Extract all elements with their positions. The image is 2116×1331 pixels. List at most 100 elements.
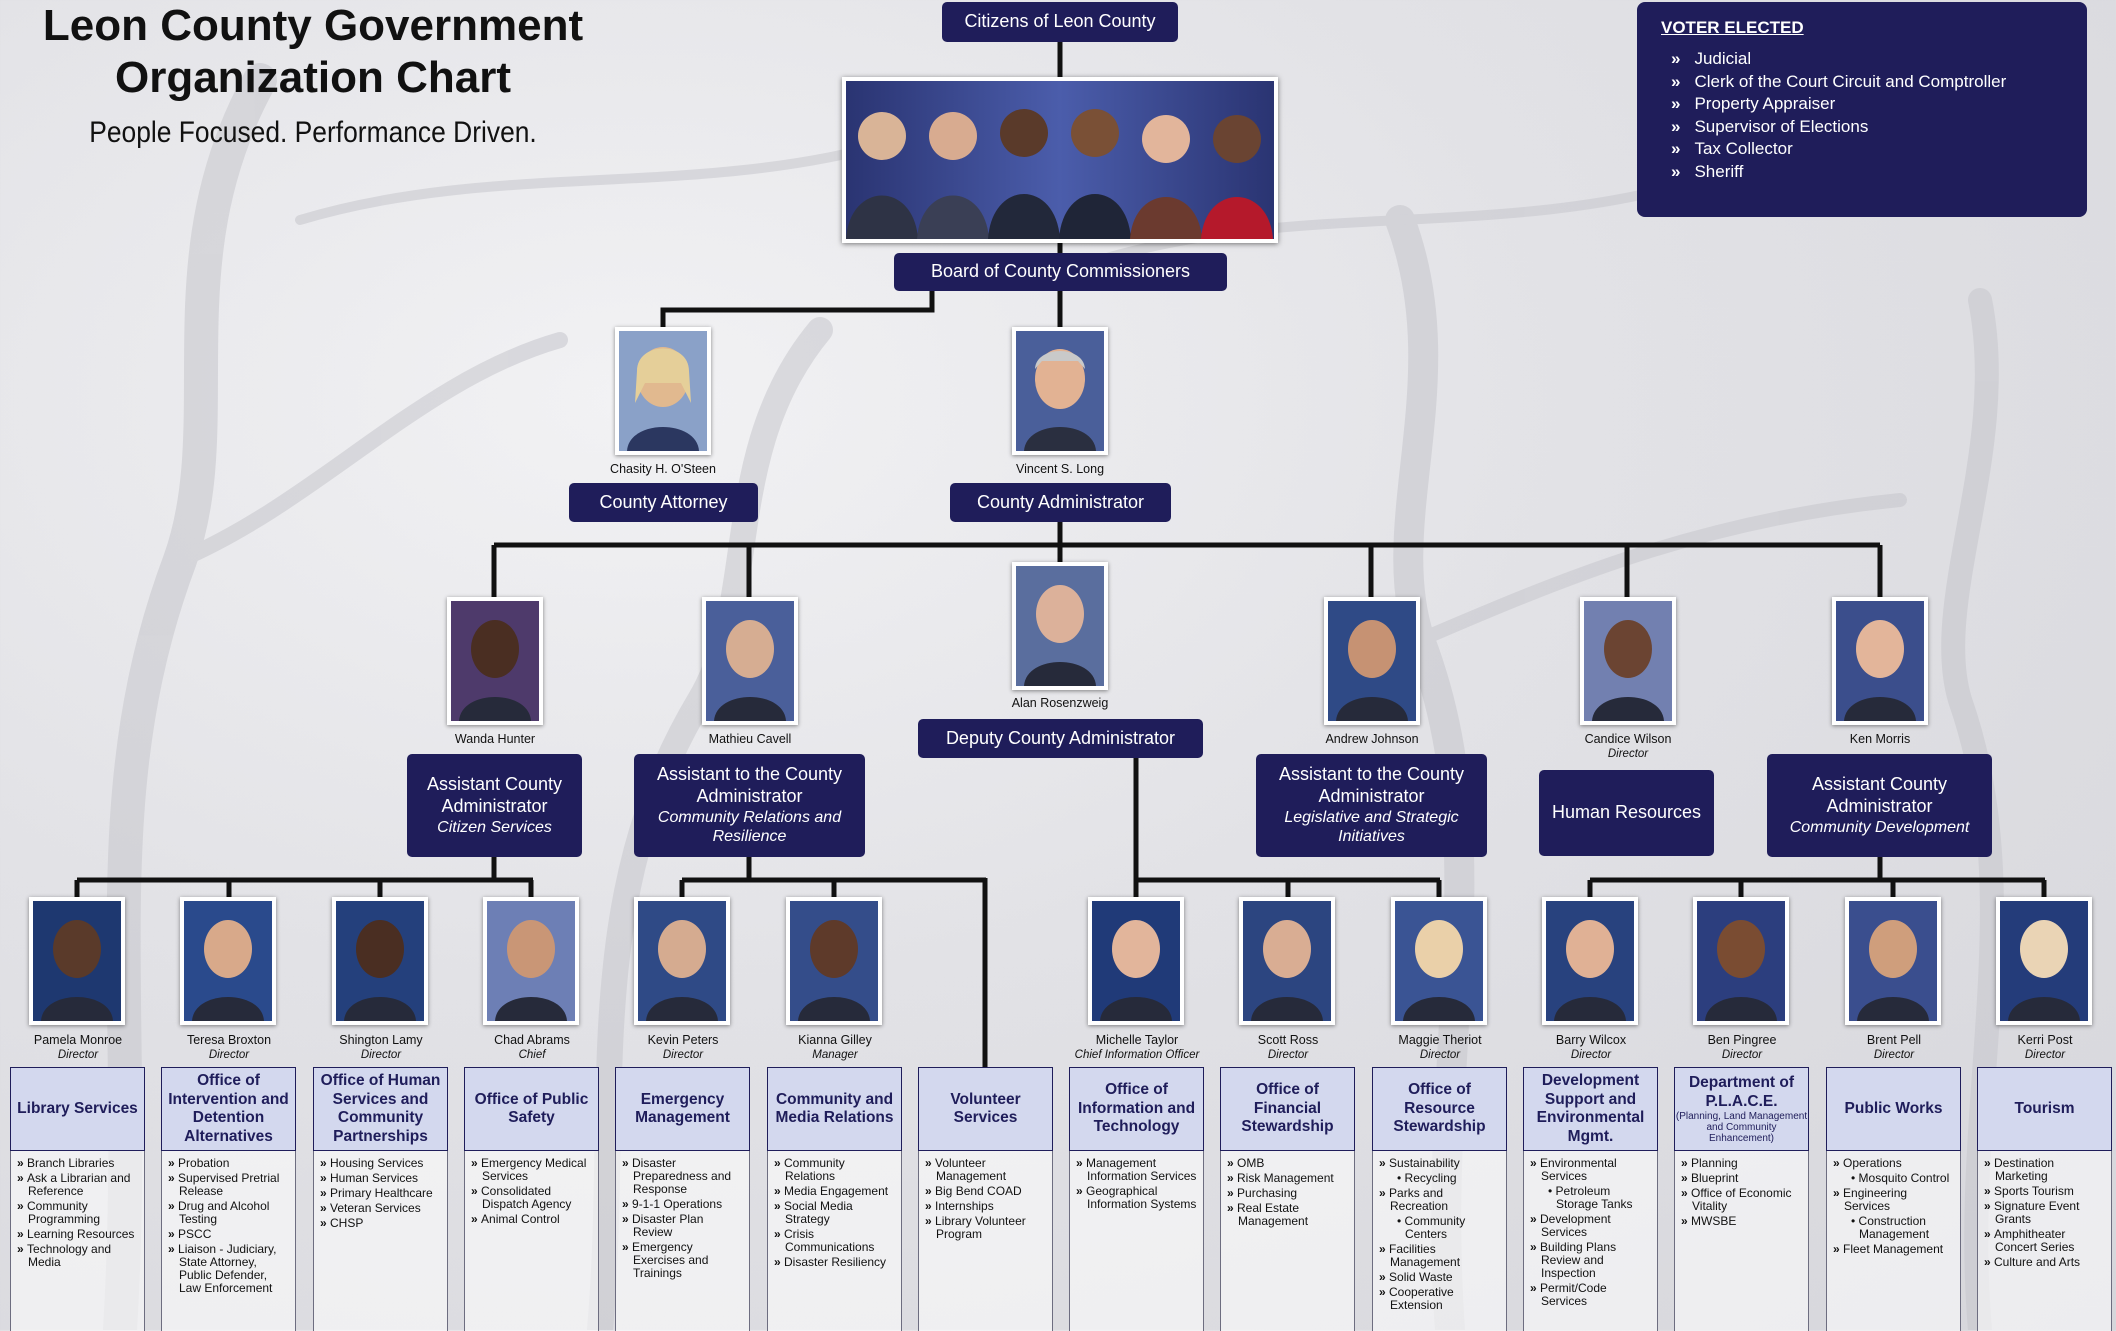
department-services-list: ProbationSupervised Pretrial ReleaseDrug… — [161, 1151, 296, 1331]
service-item: CHSP — [320, 1217, 443, 1230]
department-column: Public WorksOperationsMosquito ControlEn… — [1826, 1067, 1961, 1331]
department-services-list: OperationsMosquito ControlEngineering Se… — [1826, 1151, 1961, 1331]
citizens-box: Citizens of Leon County — [942, 2, 1178, 42]
department-column: Office of Human Services and Community P… — [313, 1067, 448, 1331]
service-item: Environmental Services — [1530, 1157, 1653, 1183]
department-head-name: Teresa Broxton — [186, 1033, 272, 1047]
manager-photo — [1012, 562, 1108, 690]
department-services-list: Volunteer ManagementBig Bend COADInterns… — [918, 1151, 1053, 1331]
service-item: Fleet Management — [1833, 1243, 1956, 1256]
department-head-name: Scott Ross — [1257, 1033, 1319, 1047]
portrait-icon — [2000, 901, 2088, 1021]
department-head-title: Director — [1873, 1049, 1915, 1061]
department-name: Office of Resource Stewardship — [1372, 1067, 1507, 1151]
service-item: Community Centers — [1379, 1215, 1502, 1241]
manager-role: Assistant to the County Administrator — [1278, 764, 1465, 806]
manager-photo — [1324, 597, 1420, 725]
manager-role-box: Human Resources — [1539, 770, 1714, 856]
service-item: Planning — [1681, 1157, 1804, 1170]
portrait-icon — [1697, 901, 1785, 1021]
service-item: 9-1-1 Operations — [622, 1198, 745, 1211]
department-name-text: Office of Financial Stewardship — [1241, 1081, 1334, 1136]
manager-photo — [447, 597, 543, 725]
department-head-name: Barry Wilcox — [1555, 1033, 1627, 1047]
service-item: Emergency Medical Services — [471, 1157, 594, 1183]
department-head-photo — [1845, 897, 1941, 1025]
portrait-icon — [451, 601, 539, 721]
department-head-title: Chief — [518, 1049, 546, 1061]
department-name-text: Department of P.L.A.C.E. — [1688, 1074, 1795, 1110]
department-column: Emergency ManagementDisaster Preparednes… — [615, 1067, 750, 1331]
department-name-text: Office of Information and Technology — [1077, 1081, 1196, 1136]
department-name: Office of Public Safety — [464, 1067, 599, 1151]
voter-item: Supervisor of Elections — [1671, 116, 2063, 139]
service-item: Learning Resources — [17, 1228, 140, 1241]
manager-name: Ken Morris — [1849, 732, 1911, 746]
manager-name: Mathieu Cavell — [708, 732, 792, 746]
department-head-title: Chief Information Officer — [1074, 1049, 1200, 1061]
voter-item: Clerk of the Court Circuit and Comptroll… — [1671, 71, 2063, 94]
portrait-icon — [1092, 901, 1180, 1021]
department-name: Office of Intervention and Detention Alt… — [161, 1067, 296, 1151]
manager-title: Director — [1607, 748, 1649, 760]
department-head-name: Kianna Gilley — [798, 1033, 872, 1047]
department-services-list: Management Information ServicesGeographi… — [1069, 1151, 1204, 1331]
department-head-photo — [1239, 897, 1335, 1025]
department-head-name: Maggie Theriot — [1398, 1033, 1482, 1047]
service-item: Housing Services — [320, 1157, 443, 1170]
service-item: Disaster Preparedness and Response — [622, 1157, 745, 1196]
portrait-icon — [1849, 901, 1937, 1021]
manager-role-subtitle: Citizen Services — [437, 818, 552, 836]
portrait-icon — [1584, 601, 1672, 721]
department-head-photo — [1996, 897, 2092, 1025]
department-services-list: SustainabilityRecyclingParks and Recreat… — [1372, 1151, 1507, 1331]
department-services-list: Destination MarketingSports TourismSigna… — [1977, 1151, 2112, 1331]
department-column: Development Support and Environmental Mg… — [1523, 1067, 1658, 1331]
department-name: Tourism — [1977, 1067, 2112, 1151]
service-item: Veteran Services — [320, 1202, 443, 1215]
service-item: Risk Management — [1227, 1172, 1350, 1185]
department-name-text: Tourism — [2014, 1099, 2075, 1117]
department-name-text: Volunteer Services — [950, 1090, 1021, 1127]
portrait-icon — [487, 901, 575, 1021]
department-column: Library ServicesBranch LibrariesAsk a Li… — [10, 1067, 145, 1331]
department-name-text: Development Support and Environmental Mg… — [1536, 1072, 1645, 1145]
manager-role-subtitle: Community Development — [1789, 818, 1970, 836]
service-item: Probation — [168, 1157, 291, 1170]
voter-elected-box: VOTER ELECTED Judicial Clerk of the Cour… — [1637, 2, 2087, 217]
service-item: Big Bend COAD — [925, 1185, 1048, 1198]
department-head-title: Director — [1721, 1049, 1763, 1061]
department-services-list: PlanningBlueprintOffice of Economic Vita… — [1674, 1151, 1809, 1331]
service-item: Development Services — [1530, 1213, 1653, 1239]
service-item: Internships — [925, 1200, 1048, 1213]
service-item: Facilities Management — [1379, 1243, 1502, 1269]
commissioners-group-photo — [842, 77, 1278, 243]
portrait-icon — [790, 901, 878, 1021]
service-item: Branch Libraries — [17, 1157, 140, 1170]
department-name: Department of P.L.A.C.E.(Planning, Land … — [1674, 1067, 1809, 1151]
service-item: Petroleum Storage Tanks — [1530, 1185, 1653, 1211]
manager-photo — [1580, 597, 1676, 725]
service-item: Consolidated Dispatch Agency — [471, 1185, 594, 1211]
department-services-list: Environmental ServicesPetroleum Storage … — [1523, 1151, 1658, 1331]
department-column: Office of Intervention and Detention Alt… — [161, 1067, 296, 1331]
voter-elected-heading: VOTER ELECTED — [1661, 18, 1804, 37]
service-item: PSCC — [168, 1228, 291, 1241]
service-item: Social Media Strategy — [774, 1200, 897, 1226]
department-head-name: Michelle Taylor — [1095, 1033, 1179, 1047]
service-item: Recycling — [1379, 1172, 1502, 1185]
portrait-icon — [336, 901, 424, 1021]
department-head-title: Director — [1267, 1049, 1309, 1061]
department-head-photo — [1391, 897, 1487, 1025]
manager-name: Candice Wilson — [1584, 732, 1672, 746]
voter-item: Tax Collector — [1671, 138, 2063, 161]
tagline: People Focused. Performance Driven. — [89, 116, 537, 149]
department-head-title: Director — [662, 1049, 704, 1061]
service-item: Management Information Services — [1076, 1157, 1199, 1183]
department-head-photo — [29, 897, 125, 1025]
manager-name: Alan Rosenzweig — [1011, 696, 1109, 710]
manager-role: Deputy County Administrator — [945, 727, 1176, 748]
attorney-photo — [615, 327, 711, 455]
department-head-title: Manager — [812, 1049, 858, 1061]
